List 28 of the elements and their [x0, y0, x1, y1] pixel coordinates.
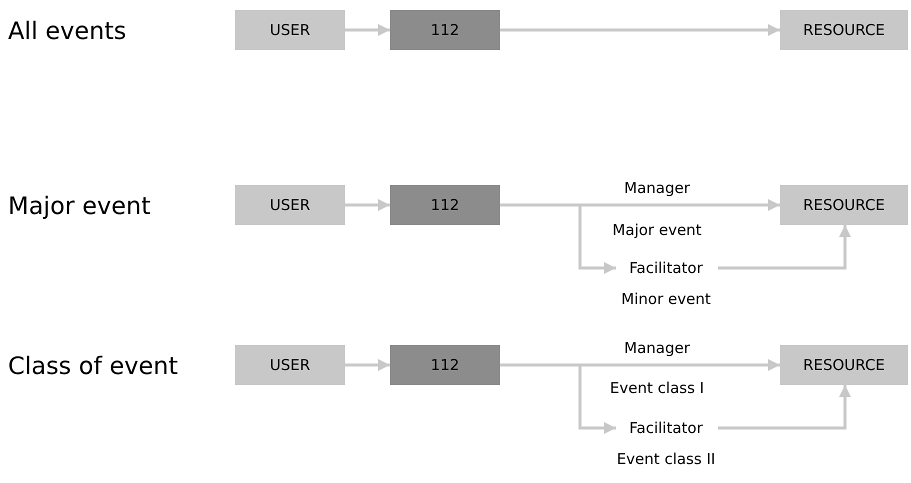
node-label: Facilitator: [620, 416, 712, 440]
node-caption: Minor event: [621, 289, 711, 310]
process-box: USER: [235, 185, 345, 225]
event-note: Event class I: [610, 378, 704, 399]
edge-label: Manager: [624, 178, 690, 199]
process-box: 112: [390, 10, 500, 50]
arrow: [345, 359, 390, 371]
process-box: RESOURCE: [780, 185, 908, 225]
arrow: [345, 24, 390, 36]
event-note: Major event: [612, 220, 702, 241]
process-box: RESOURCE: [780, 10, 908, 50]
row-title: All events: [8, 16, 126, 47]
arrow: [718, 225, 851, 270]
arrow: [345, 199, 390, 211]
arrow: [500, 364, 616, 434]
node-caption: Event class II: [616, 449, 716, 470]
process-box: RESOURCE: [780, 345, 908, 385]
process-box: USER: [235, 345, 345, 385]
arrow: [500, 204, 616, 274]
edge-label: Manager: [624, 338, 690, 359]
process-box: 112: [390, 345, 500, 385]
arrow: [500, 24, 780, 36]
node-label: Facilitator: [620, 256, 712, 280]
process-box: 112: [390, 185, 500, 225]
row-title: Class of event: [8, 351, 178, 382]
arrow: [718, 385, 851, 430]
process-box: USER: [235, 10, 345, 50]
row-title: Major event: [8, 191, 151, 222]
